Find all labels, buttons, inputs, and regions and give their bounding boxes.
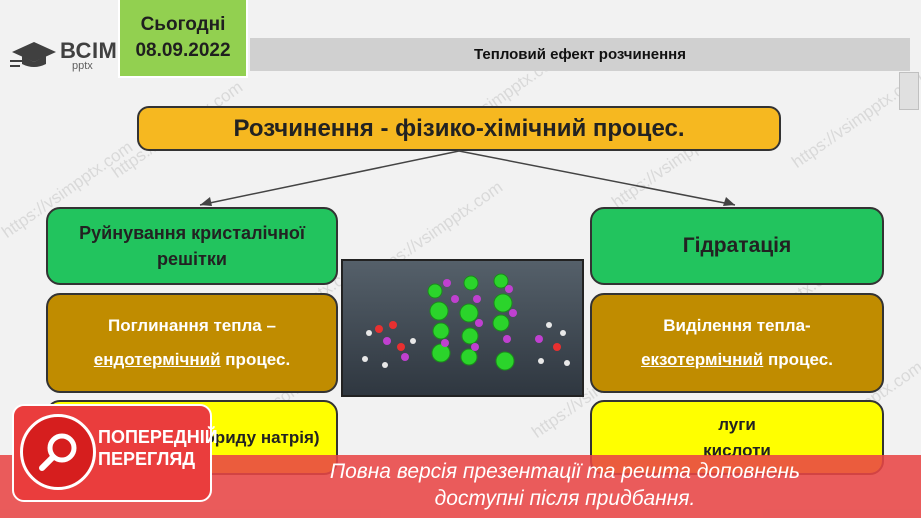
process-title: Розчинення - фізико-хімічний процес.	[233, 114, 685, 142]
date-value: 08.09.2022	[135, 40, 231, 61]
slide-title: Тепловий ефект розчинення	[250, 38, 910, 71]
brand-logo: ВСІМ pptx	[10, 38, 117, 72]
today-label: Сьогодні	[140, 14, 226, 35]
crystal-line2: решітки	[157, 249, 227, 269]
left-example-text: ориду натрія)	[204, 427, 320, 447]
logo-subtext: pptx	[72, 60, 93, 72]
release-rest: процес.	[763, 350, 833, 369]
preview-badge-text: ПОПЕРЕДНІЙ ПЕРЕГЛЯД	[98, 426, 218, 470]
crystal-line1: Руйнування кристалічної	[79, 223, 305, 243]
preview-message: Повна версія презентації та решта доповн…	[250, 458, 880, 512]
badge-line2: ПЕРЕГЛЯД	[98, 449, 196, 469]
absorption-rest: процес.	[220, 350, 291, 369]
arrowhead-left	[200, 197, 212, 206]
logo-text: ВСІМ	[60, 38, 118, 63]
exothermic-word: екзотермічний	[641, 350, 764, 369]
absorption-line2: ендотермічний процес.	[94, 343, 290, 377]
hydration-box: Гідратація	[590, 207, 884, 285]
alkali-label: луги	[718, 414, 756, 434]
molecule-illustration	[341, 259, 584, 397]
molecule-image	[362, 273, 570, 371]
badge-line1: ПОПЕРЕДНІЙ	[98, 427, 218, 447]
heat-absorption-box: Поглинання тепла – ендотермічний процес.	[46, 293, 338, 393]
preview-message-line1: Повна версія презентації та решта доповн…	[329, 460, 801, 483]
date-badge: Сьогодні 08.09.2022	[118, 0, 248, 78]
side-scroll-button[interactable]	[899, 72, 919, 110]
absorption-line1: Поглинання тепла –	[108, 316, 276, 335]
magnifier-svg	[39, 433, 77, 471]
endothermic-word: ендотермічний	[93, 350, 221, 369]
preview-message-line2: доступні після придбання.	[434, 487, 696, 510]
release-line1: Виділення тепла-	[663, 316, 811, 335]
arrow-left	[199, 150, 460, 206]
arrowhead-right	[723, 197, 735, 206]
arrow-right	[458, 150, 736, 206]
heat-release-box: Виділення тепла- екзотермічний процес.	[590, 293, 884, 393]
hydration-label: Гідратація	[682, 234, 792, 257]
magnifier-icon	[20, 414, 96, 490]
graduation-cap-icon	[10, 42, 56, 67]
acid-label: кислоти	[703, 440, 771, 460]
release-line2: екзотермічний процес.	[641, 343, 833, 377]
process-title-box: Розчинення - фізико-хімічний процес.	[137, 106, 781, 151]
crystal-destruction-box: Руйнування кристалічної решітки	[46, 207, 338, 285]
